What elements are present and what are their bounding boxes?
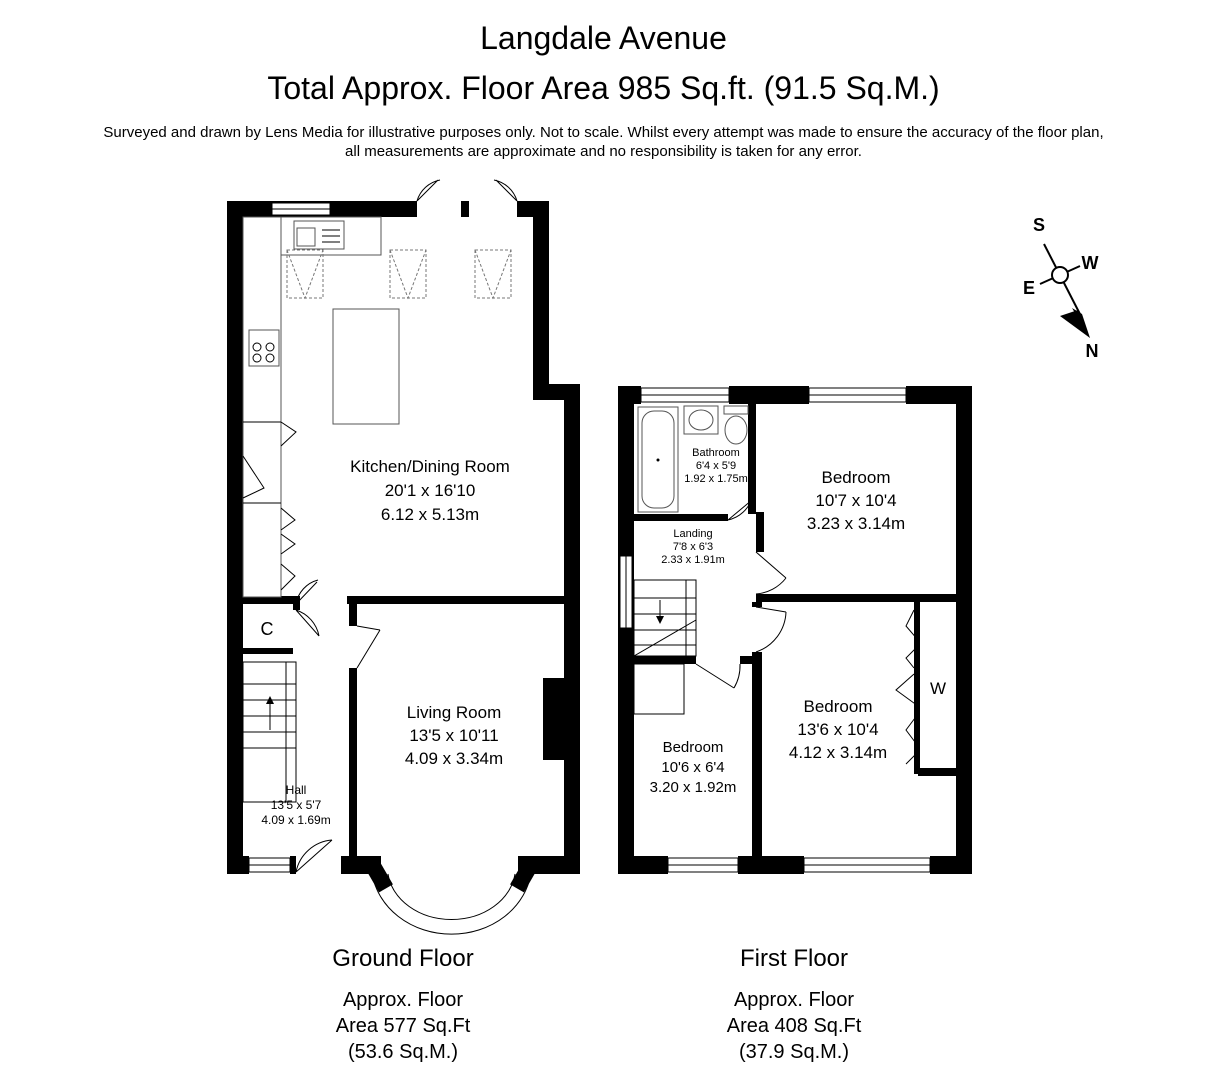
bedroom3-imperial: 10'6 x 6'4	[661, 759, 724, 776]
landing-name: Landing	[673, 528, 712, 540]
skylight-1	[286, 249, 324, 299]
toilet-icon	[723, 405, 749, 415]
first-floor-area-line1: Approx. Floor	[733, 989, 855, 1011]
ground-floor-area-line3: (53.6 Sq.M.)	[347, 1041, 459, 1063]
kitchen-island	[332, 308, 400, 425]
landing-metric: 2.33 x 1.91m	[661, 554, 725, 566]
first-floor-caption: First Floor Approx. Floor Area 408 Sq.Ft…	[664, 945, 924, 1065]
bedroom2-imperial: 13'6 x 10'4	[797, 720, 878, 739]
gf-top-wall-stub	[461, 201, 469, 217]
ff-top-wall-mid	[729, 386, 809, 404]
gf-front-door	[295, 839, 333, 873]
compass-s: S	[1033, 215, 1045, 235]
ff-bedroom1-left-stub	[756, 512, 764, 552]
living-imperial: 13'5 x 10'11	[409, 726, 498, 745]
gf-living-door	[356, 625, 381, 669]
gf-kitchen-door	[295, 579, 319, 605]
gf-patio-door-left	[416, 179, 441, 202]
gf-bottom-wall-stub	[290, 856, 296, 874]
compass-n: N	[1086, 341, 1099, 361]
bedroom2-name: Bedroom	[804, 697, 873, 716]
ff-bottom-wall-left	[618, 856, 668, 874]
gf-right-wall-upper	[533, 201, 549, 391]
bedroom3-metric: 3.20 x 1.92m	[650, 779, 737, 796]
ground-floor-plan: Kitchen/Dining Room 20'1 x 16'10 6.12 x …	[227, 179, 580, 935]
ground-floor-caption: Ground Floor Approx. Floor Area 577 Sq.F…	[273, 945, 533, 1065]
hall-metric: 4.09 x 1.69m	[261, 813, 330, 827]
disclaimer-line-2: all measurements are approximate and no …	[345, 143, 862, 160]
disclaimer: Surveyed and drawn by Lens Media for ill…	[0, 123, 1207, 161]
gf-bottom-wall-right	[518, 856, 580, 874]
ff-bathroom-bottom-wall	[634, 514, 728, 521]
gf-bay-window	[371, 871, 532, 935]
gf-living-left-wall	[349, 668, 357, 874]
ff-bedroom1-door	[755, 551, 787, 595]
bedroom2-metric: 4.12 x 3.14m	[789, 743, 887, 762]
total-floor-area: Total Approx. Floor Area 985 Sq.ft. (91.…	[267, 70, 940, 106]
ff-bedroom3-top-wall	[634, 656, 696, 664]
ground-floor-area-line2: Area 577 Sq.Ft	[335, 1015, 471, 1037]
ff-left-wall	[618, 386, 634, 874]
bedroom1-name: Bedroom	[822, 468, 891, 487]
gf-bottom-wall-left	[227, 856, 249, 874]
gf-cupboard-bottom-wall	[243, 648, 293, 654]
bedroom1-metric: 3.23 x 3.14m	[807, 514, 905, 533]
ff-wardrobe-door-bottom	[895, 673, 919, 765]
ff-bottom-wall-right	[930, 856, 972, 874]
wardrobe-label: W	[930, 679, 946, 698]
unit-door	[243, 421, 297, 447]
ff-bedroom2-left-wall	[752, 652, 762, 874]
ff-bathroom-door	[727, 497, 753, 521]
gf-chimney-breast	[543, 678, 564, 760]
hall-name: Hall	[286, 783, 307, 797]
gf-cupboard-door	[295, 609, 320, 637]
bedroom1-imperial: 10'7 x 10'4	[815, 491, 896, 510]
living-name: Living Room	[407, 703, 502, 722]
skylight-2	[389, 249, 427, 299]
ff-bedroom2-door	[755, 606, 787, 653]
skylight-3	[474, 249, 512, 299]
first-floor-name: First Floor	[740, 945, 848, 972]
cupboard-label: C	[261, 619, 274, 639]
compass-icon: S W E N	[1023, 215, 1099, 361]
gf-right-wall-lower	[564, 384, 580, 874]
ff-wardrobe-door-top	[905, 609, 919, 669]
ff-bathroom-right-wall	[748, 404, 756, 514]
gf-left-wall	[227, 201, 243, 874]
ff-top-wall-left	[618, 386, 641, 404]
kitchen-name: Kitchen/Dining Room	[350, 457, 510, 476]
bathroom-imperial: 6'4 x 5'9	[696, 460, 736, 472]
plan-title: Langdale Avenue	[480, 20, 727, 56]
landing-imperial: 7'8 x 6'3	[673, 541, 713, 553]
disclaimer-line-1: Surveyed and drawn by Lens Media for ill…	[103, 124, 1104, 141]
bedroom3-name: Bedroom	[663, 739, 724, 756]
ff-staircase	[633, 579, 697, 657]
ground-floor-area-line1: Approx. Floor	[342, 989, 464, 1011]
ff-bottom-wall-mid	[738, 856, 804, 874]
first-floor-area-line3: (37.9 Sq.M.)	[738, 1041, 850, 1063]
ground-floor-name: Ground Floor	[332, 945, 474, 972]
first-floor-area-line2: Area 408 Sq.Ft	[726, 1015, 862, 1037]
ff-right-wall	[956, 386, 972, 874]
first-floor-plan: Bathroom 6'4 x 5'9 1.92 x 1.75m Landing …	[618, 386, 972, 874]
hall-imperial: 13'5 x 5'7	[271, 798, 322, 812]
kitchen-imperial: 20'1 x 16'10	[385, 481, 476, 500]
bathroom-name: Bathroom	[692, 447, 740, 459]
bathroom-metric: 1.92 x 1.75m	[684, 473, 748, 485]
ff-bedroom3-door	[695, 663, 741, 689]
gf-kitchen-units	[242, 216, 282, 598]
compass-e: E	[1023, 278, 1035, 298]
living-metric: 4.09 x 3.34m	[405, 749, 503, 768]
ff-wardrobe-wall	[918, 768, 956, 776]
compass-w: W	[1082, 253, 1099, 273]
gf-hall-top-wall	[227, 596, 297, 604]
ff-top-wall-right	[906, 386, 972, 404]
gf-living-top-wall	[347, 596, 580, 604]
ff-bedroom1-bottom-wall	[756, 594, 956, 602]
gf-living-wall-top-stub	[349, 596, 357, 626]
kitchen-metric: 6.12 x 5.13m	[381, 505, 479, 524]
